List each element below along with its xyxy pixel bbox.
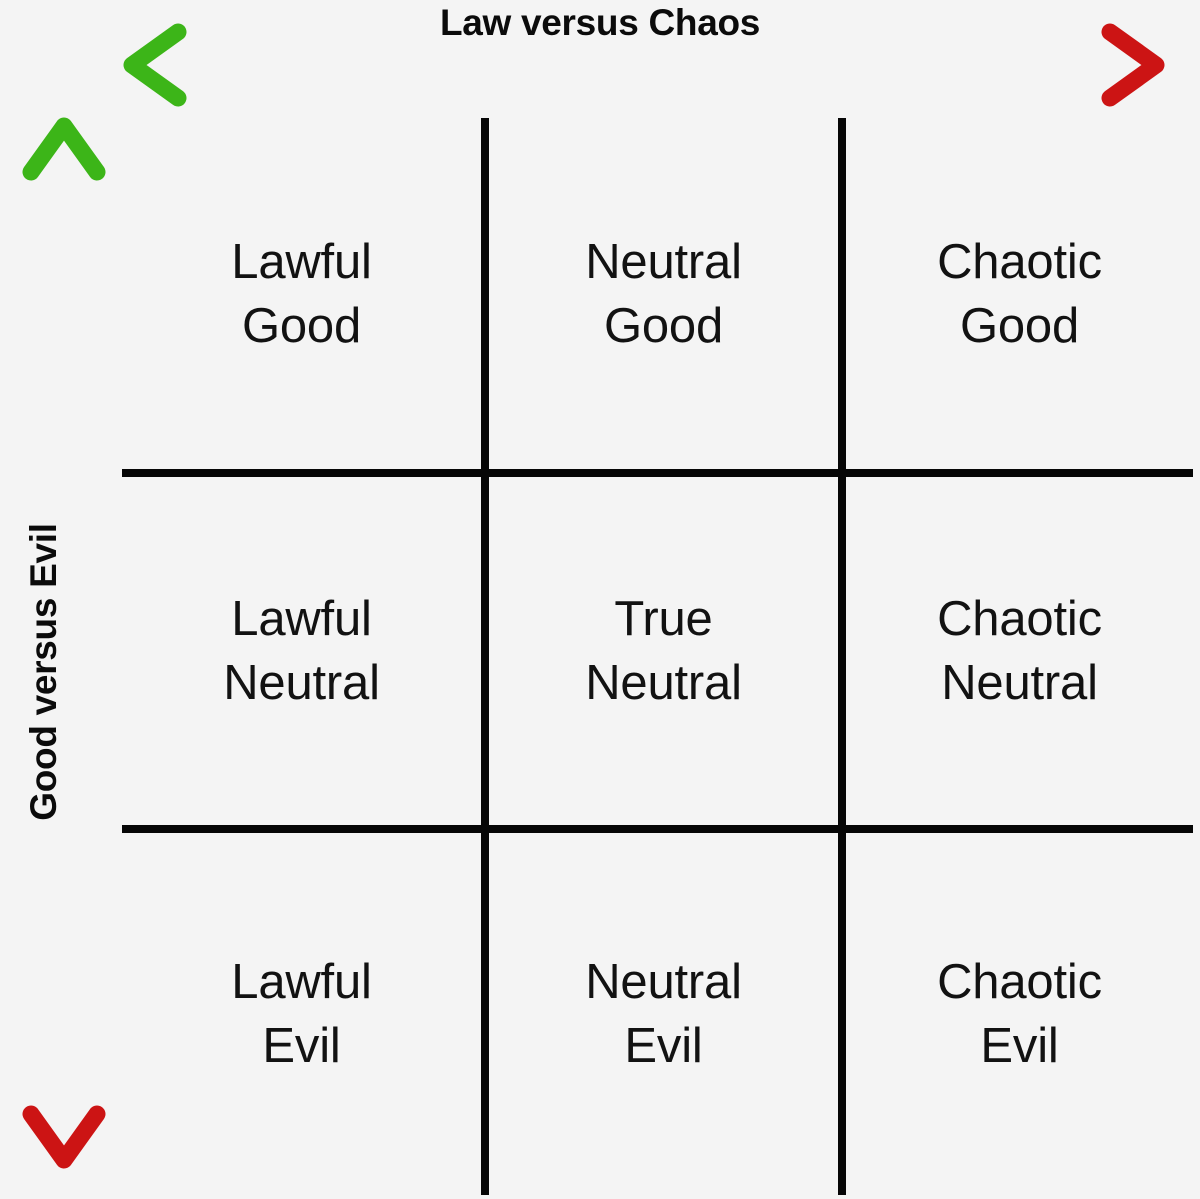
- cell-chaotic-good[interactable]: Chaotic Good: [937, 234, 1102, 353]
- cell-chaotic-neutral[interactable]: Chaotic Neutral: [937, 592, 1102, 710]
- cell-lawful-good[interactable]: Lawful Good: [231, 234, 372, 353]
- grid-horizontal-line-1: [122, 469, 1193, 477]
- cell-true-neutral[interactable]: True Neutral: [585, 592, 742, 710]
- cell-lawful-evil[interactable]: Lawful Evil: [231, 955, 372, 1073]
- cell-lawful-neutral[interactable]: Lawful Neutral: [223, 592, 380, 710]
- horizontal-axis-arrow-icon: [123, 23, 1165, 107]
- arrow-down-icon: [22, 1105, 106, 1169]
- grid-vertical-line-1: [481, 118, 489, 1195]
- arrow-up-icon: [22, 117, 106, 181]
- cell-neutral-good[interactable]: Neutral Good: [585, 234, 742, 353]
- cell-neutral-evil[interactable]: Neutral Evil: [585, 955, 742, 1073]
- alignment-grid: Lawful Good Neutral Good Chaotic Good La…: [122, 118, 1193, 1195]
- horizontal-axis-title: Law versus Chaos: [439, 2, 761, 43]
- cell-chaotic-evil[interactable]: Chaotic Evil: [937, 955, 1102, 1073]
- arrow-left-icon: [123, 23, 187, 107]
- grid-vertical-line-2: [838, 118, 846, 1195]
- vertical-axis-arrow-icon: [22, 117, 106, 1169]
- grid-horizontal-line-2: [122, 825, 1193, 833]
- arrow-right-icon: [1101, 23, 1165, 107]
